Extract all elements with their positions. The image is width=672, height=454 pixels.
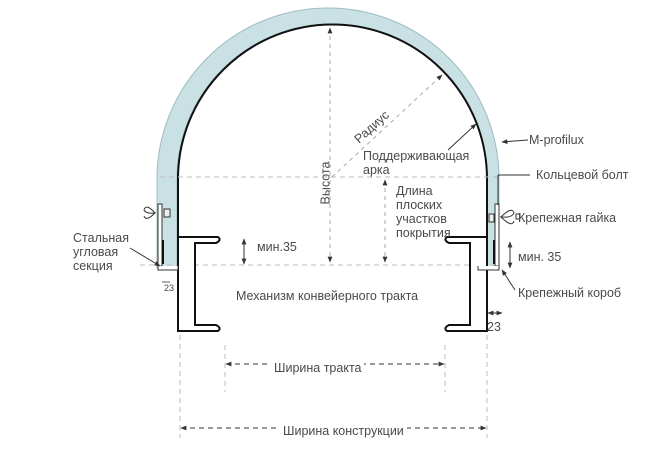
label-fastening-box: Крепежный короб xyxy=(518,286,622,300)
label-fastening-nut: Крепежная гайка xyxy=(518,211,617,225)
label-line: секция xyxy=(73,259,113,273)
label-conveyor: Механизм конвейерного тракта xyxy=(236,289,419,303)
label-ring-bolt: Кольцевой болт xyxy=(536,168,629,182)
label-line: Стальная xyxy=(73,231,129,245)
right-channel xyxy=(444,236,488,332)
label-line: участков xyxy=(396,212,447,226)
label-line: Поддерживающая xyxy=(363,149,470,163)
guide-lines xyxy=(140,176,500,438)
label-line: угловая xyxy=(73,245,119,259)
label-min35-right: мин. 35 xyxy=(518,250,562,264)
label-line: арка xyxy=(363,163,390,177)
label-steel-angle: Стальная угловая секция xyxy=(73,231,129,273)
right-fastening xyxy=(477,139,530,291)
label-line: покрытия xyxy=(396,226,451,240)
label-min35-left: мин.35 xyxy=(257,240,297,254)
label-gap-right: 23 xyxy=(487,320,501,334)
label-gap-left: 23 xyxy=(164,283,175,293)
label-track-width: Ширина тракта xyxy=(271,361,365,375)
label-height: Высота xyxy=(318,161,333,205)
support-arch xyxy=(177,23,488,262)
left-fastening xyxy=(129,203,179,283)
left-channel xyxy=(177,236,221,332)
label-structure-width: Ширина конструкции xyxy=(280,424,407,438)
label-flat-length: Длина плоских участков покрытия xyxy=(396,184,451,240)
label-line: Длина xyxy=(396,184,433,198)
radius-dimension xyxy=(331,74,443,178)
support-arch-leader xyxy=(447,123,477,151)
label-line: плоских xyxy=(396,198,443,212)
label-profile: M-profilux xyxy=(529,133,584,147)
label-support-arch: Поддерживающая арка xyxy=(363,149,469,177)
